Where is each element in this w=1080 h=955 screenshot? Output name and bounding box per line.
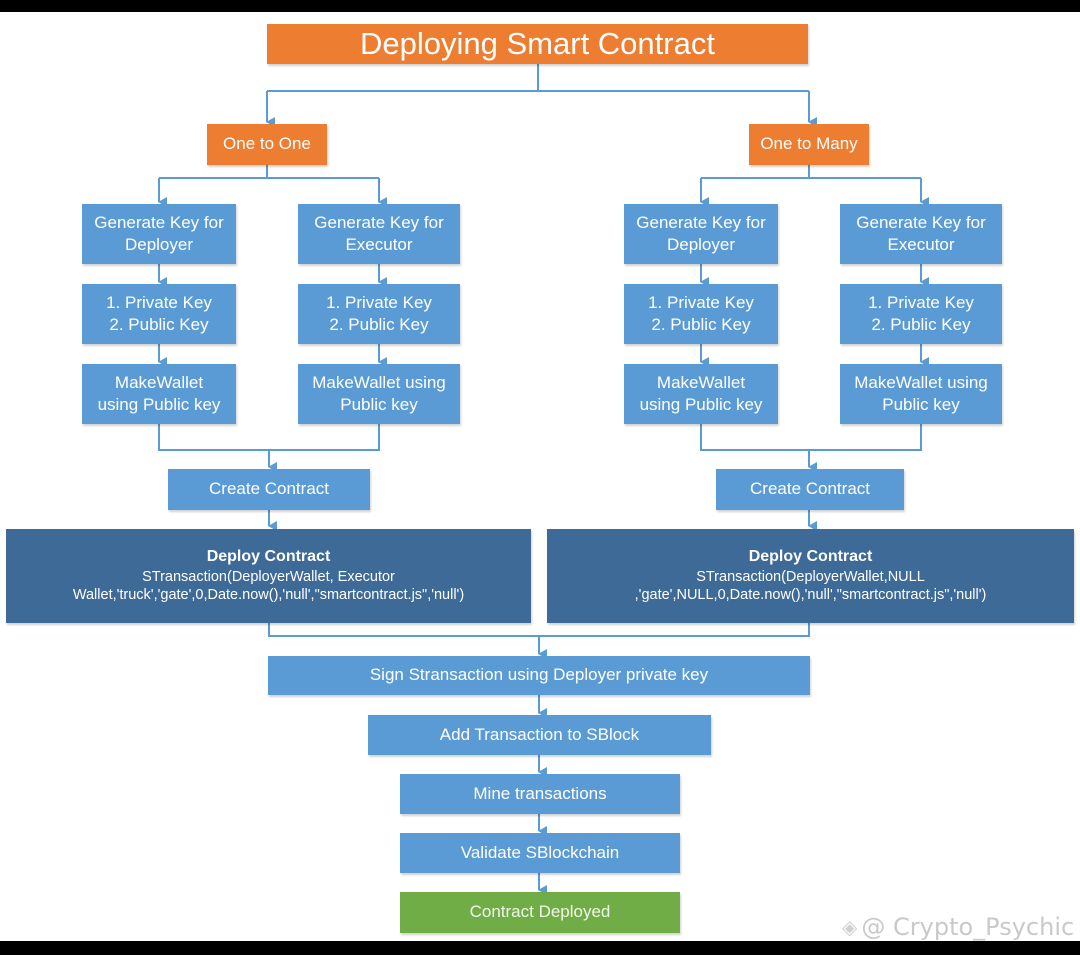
public-key-line: 2. Public Key [109,315,209,334]
branch-one-to-many: One to Many [749,124,869,165]
wallet-line-1: MakeWallet [114,372,204,392]
validate-sblockchain-step: Validate SBlockchain [400,833,680,873]
right-deployer-wallet: MakeWallet using Public key [624,364,778,424]
deploy-code-line-2: ,'gate',NULL,0,Date.now(),'null',"smartc… [634,587,987,604]
label: Generate Key for Deployer [636,212,766,254]
right-deploy-contract: Deploy Contract STransaction(DeployerWal… [547,529,1074,623]
label: Generate Key for Executor [856,212,986,254]
watermark-text: @ Crypto_Psychic [861,913,1075,941]
branch-one-to-one: One to One [207,124,327,165]
wallet-line-1: MakeWallet using [312,372,446,392]
wallet-line-2: using Public key [639,395,763,414]
right-deployer-keys: 1. Private Key 2. Public Key [624,284,778,344]
diagram-title: Deploying Smart Contract [267,24,808,64]
wallet-line-1: MakeWallet using [854,372,988,392]
right-create-contract: Create Contract [716,469,904,510]
private-key-line: 1. Private Key [868,292,974,312]
add-transaction-step: Add Transaction to SBlock [368,715,711,755]
left-executor-keys: 1. Private Key 2. Public Key [298,284,460,344]
left-deploy-contract: Deploy Contract STransaction(DeployerWal… [6,529,531,623]
contract-deployed-step: Contract Deployed [400,892,680,933]
left-deployer-keys: 1. Private Key 2. Public Key [82,284,236,344]
label: Generate Key for Deployer [94,212,224,254]
bottom-black-bar [0,941,1080,955]
deploy-title: Deploy Contract [206,547,331,565]
public-key-line: 2. Public Key [329,315,429,334]
wallet-line-1: MakeWallet [656,372,746,392]
label: Generate Key for Executor [314,212,444,254]
mine-transactions-step: Mine transactions [400,774,680,814]
public-key-line: 2. Public Key [871,315,971,334]
binance-logo-icon: ◈ [842,915,858,939]
left-generate-key-executor: Generate Key for Executor [298,204,460,264]
deploy-code-line-1: STransaction(DeployerWallet,NULL [696,568,925,585]
left-executor-wallet: MakeWallet using Public key [298,364,460,424]
deploy-code-line-2: Wallet,'truck','gate',0,Date.now(),'null… [72,587,465,604]
wallet-line-2: Public key [882,395,960,414]
connector-title-split [267,64,809,92]
wallet-line-2: using Public key [97,395,221,414]
right-executor-wallet: MakeWallet using Public key [840,364,1002,424]
left-deployer-wallet: MakeWallet using Public key [82,364,236,424]
private-key-line: 1. Private Key [106,292,212,312]
public-key-line: 2. Public Key [651,315,751,334]
deploy-title: Deploy Contract [748,547,873,565]
wallet-line-2: Public key [340,395,418,414]
right-executor-keys: 1. Private Key 2. Public Key [840,284,1002,344]
private-key-line: 1. Private Key [648,292,754,312]
left-create-contract: Create Contract [168,469,370,510]
deploy-code-line-1: STransaction(DeployerWallet, Executor [142,568,395,585]
watermark: ◈ @ Crypto_Psychic [842,913,1074,941]
left-generate-key-deployer: Generate Key for Deployer [82,204,236,264]
sign-transaction-step: Sign Stransaction using Deployer private… [268,656,810,695]
right-generate-key-deployer: Generate Key for Deployer [624,204,778,264]
top-black-bar [0,0,1080,12]
right-generate-key-executor: Generate Key for Executor [840,204,1002,264]
private-key-line: 1. Private Key [326,292,432,312]
